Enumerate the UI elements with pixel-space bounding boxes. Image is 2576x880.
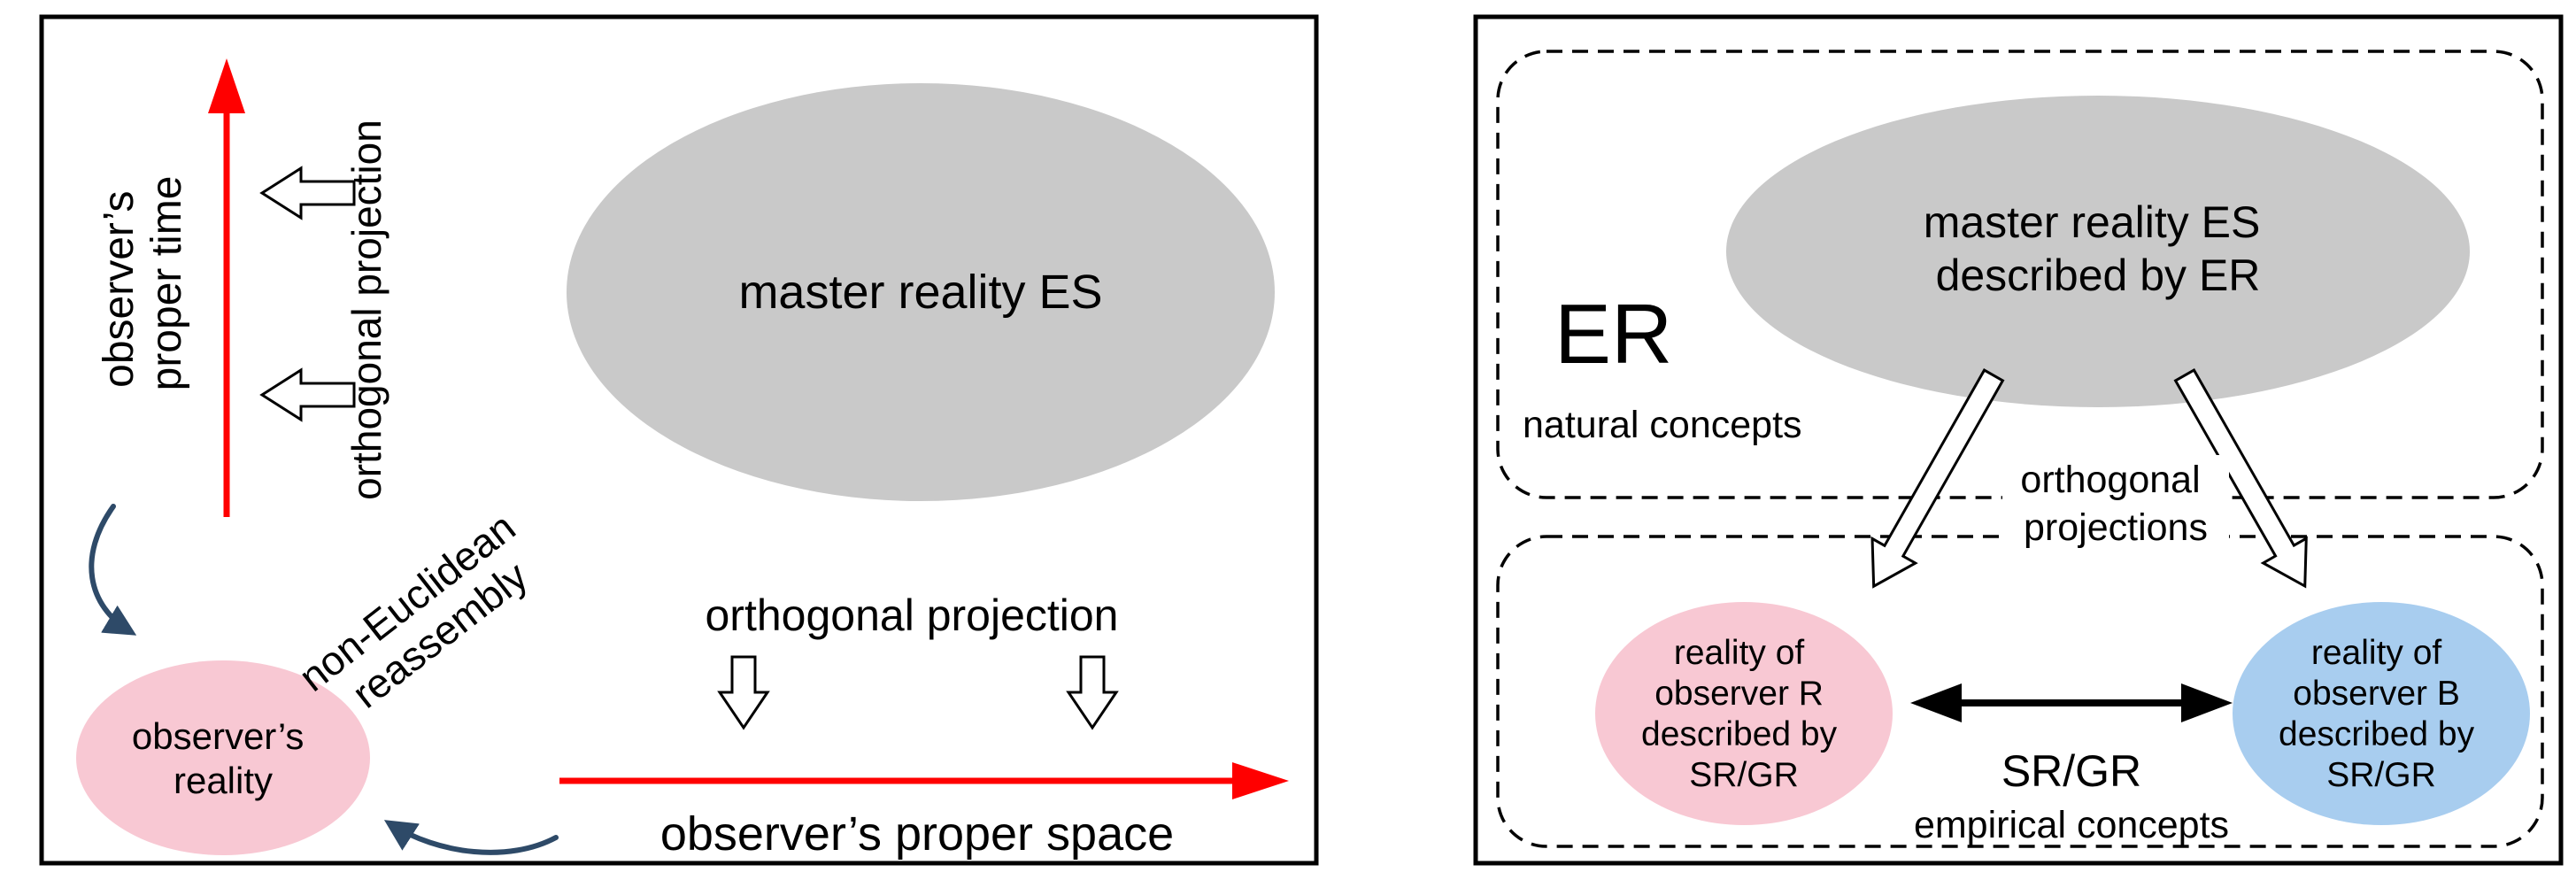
master-reality-er-label: master reality ES described by ER [1924,197,2273,300]
right-panel-er-diagram: master reality ES described by ER ER nat… [1473,14,2564,866]
proper-time-label-line2: proper time [143,176,190,391]
proper-time-axis-arrowhead [208,58,245,113]
observer-reality-label: observer’s reality [132,715,314,801]
ortho-projection-arrow-down-right [1066,655,1119,730]
ortho-projections-label-line2: projections [2024,506,2208,549]
observer-r-ellipse [1595,602,1893,825]
observer-b-label-line1: reality of [2311,634,2442,672]
natural-concepts-label: natural concepts [1523,404,1802,446]
observer-r-label-line4: SR/GR [1689,756,1799,794]
proper-time-label: observer’s proper time [96,176,190,391]
ortho-projection-arrow-left-bottom [259,367,356,422]
observer-r-label: reality of observer R described by SR/GR [1641,634,1847,794]
master-reality-ellipse [567,83,1275,501]
observer-b-label-line2: observer B [2293,675,2460,713]
er-heading: ER [1554,287,1672,382]
ortho-projection-arrow-diagonal-right-shape [2173,368,2308,589]
observer-r-label-line2: observer R [1654,675,1824,713]
master-reality-label: master reality ES [738,266,1102,319]
master-reality-er-label-line2: described by ER [1936,251,2261,300]
ortho-projections-label-backing [2002,455,2229,552]
observer-b-label-line4: SR/GR [2326,756,2436,794]
er-dashed-region [1496,50,2544,499]
ortho-projections-label: orthogonal projections [2020,459,2210,549]
observer-reality-label-line2: reality [174,760,273,801]
ortho-projection-horizontal-label: orthogonal projection [706,591,1119,640]
observer-reality-label-line1: observer’s [132,715,305,757]
observer-reality-ellipse [76,660,370,855]
observer-r-label-line1: reality of [1674,634,1805,672]
ortho-projection-arrow-diagonal-left-shape [1870,368,2005,589]
master-reality-er-label-line1: master reality ES [1924,197,2261,247]
reassembly-curved-arrow-space [383,820,559,855]
srgr-label: SR/GR [2001,746,2141,796]
observer-r-label-line3: described by [1641,715,1838,753]
observer-exchange-arrowhead-left [1910,683,1962,722]
ortho-projection-vertical-label: orthogonal projection [343,120,389,500]
proper-space-label: observer’s proper space [660,807,1174,861]
proper-space-axis-arrowhead [1232,762,1289,799]
observer-b-label-line3: described by [2279,715,2475,753]
empirical-concepts-label: empirical concepts [1914,804,2229,846]
ortho-projection-arrow-diagonal-right [2173,368,2308,589]
observer-exchange-arrowhead-right [2181,683,2233,722]
ortho-projection-arrow-diagonal-left [1870,368,2005,589]
ortho-projection-arrow-down-left [717,655,770,730]
reassembly-curved-arrow-time [89,504,137,636]
ortho-projection-arrow-left-top [259,166,356,220]
observer-b-label: reality of observer B described by SR/GR [2279,634,2484,794]
left-panel-event-space-diagram: master reality ES observer’s proper time… [39,14,1319,866]
master-reality-er-ellipse [1726,96,2470,407]
proper-time-label-line1: observer’s [96,191,143,388]
ortho-projections-label-line1: orthogonal [2020,459,2200,501]
observer-b-ellipse [2233,602,2530,825]
